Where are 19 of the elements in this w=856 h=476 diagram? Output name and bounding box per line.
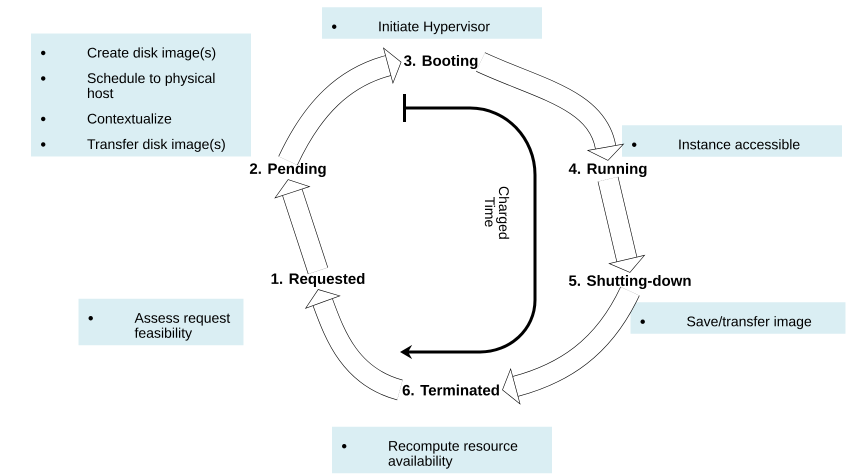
- bullet-box: Create disk image(s) Schedule to physical host Contextualize Transfer disk image(s): [31, 34, 251, 156]
- bullet-box: Assess request feasibility: [78, 298, 244, 346]
- block-arrow: [304, 289, 404, 400]
- block-arrow: [476, 52, 624, 161]
- bullet-box: Recompute resource availability: [332, 426, 552, 474]
- state-label: 3. Booting: [404, 54, 478, 70]
- bullet-box: Save/transfer image: [630, 302, 846, 334]
- bullet-box: Initiate Hypervisor: [322, 7, 542, 39]
- block-arrow: [502, 286, 640, 405]
- state-label: 1. Requested: [272, 273, 364, 287]
- state-label: 4. Running: [568, 162, 646, 178]
- block-arrow: [278, 47, 402, 166]
- time-label: Charged Time: [484, 186, 510, 239]
- state-label: 2. Pending: [250, 162, 326, 178]
- block-arrow: [274, 179, 328, 274]
- block-arrow: [598, 176, 646, 273]
- state-label: 6. Terminated: [402, 384, 499, 396]
- state-label: 5. Shutting-down: [568, 274, 691, 290]
- bullet-box: Instance accessible: [622, 125, 842, 157]
